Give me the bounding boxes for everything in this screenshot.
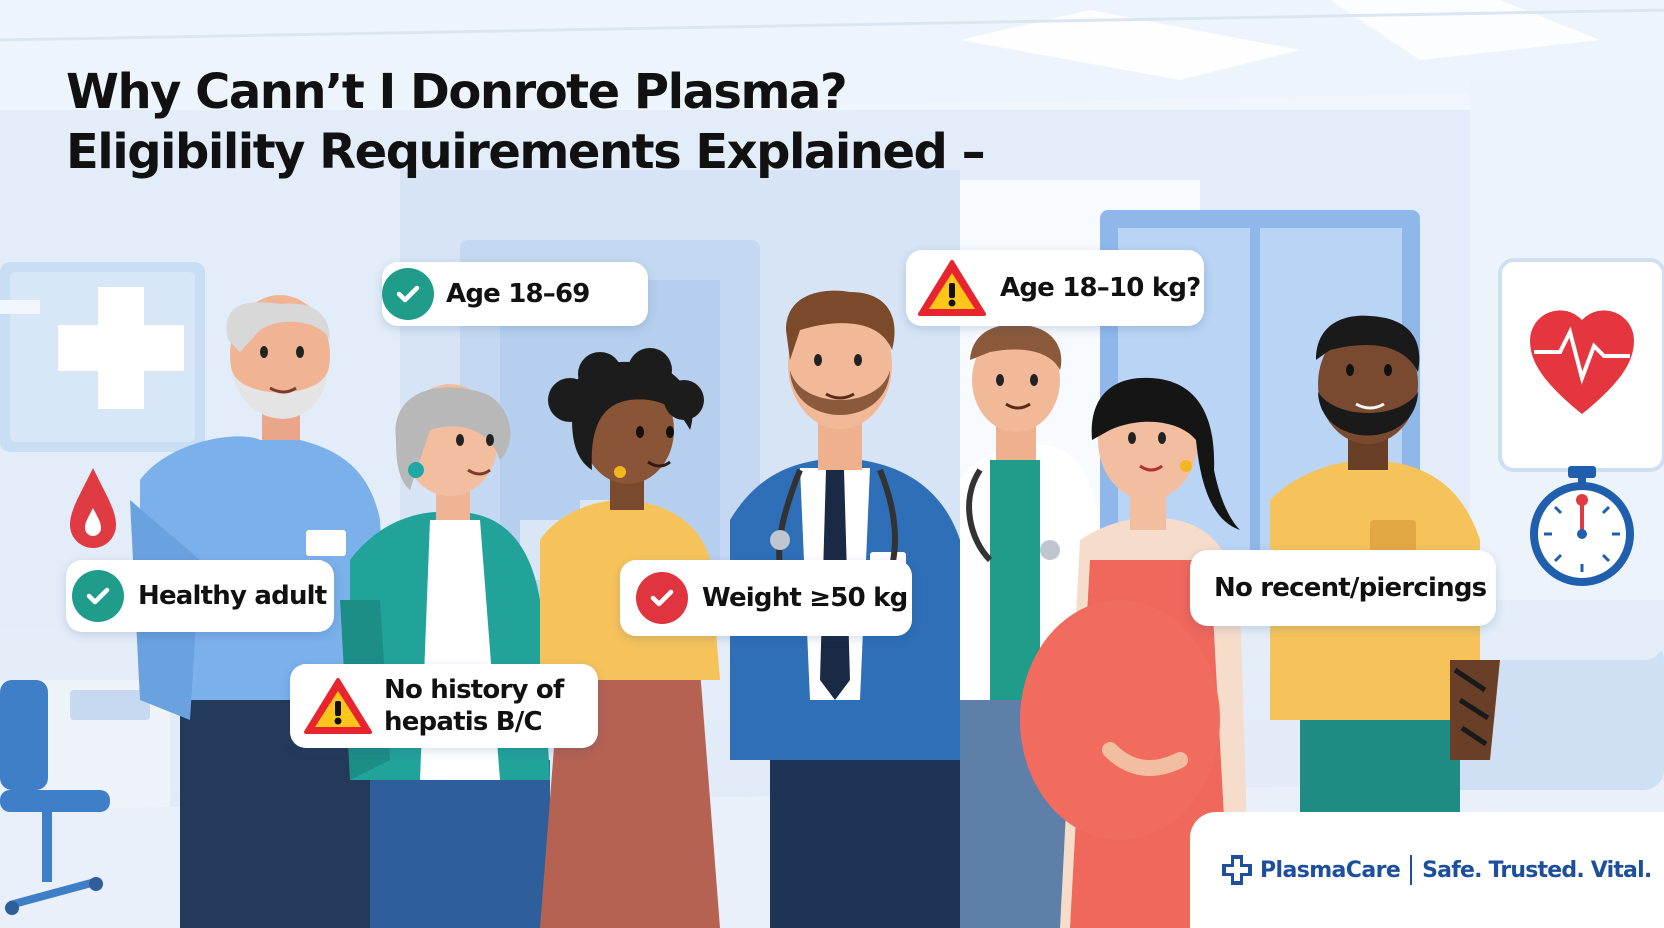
brand-tagline: Safe. Trusted. Vital. — [1422, 857, 1652, 883]
page-title: Why Cann’t I Donrote Plasma? Eligibility… — [66, 62, 986, 182]
brand-name: PlasmaCare — [1260, 857, 1401, 883]
warning-icon — [918, 260, 986, 316]
title-line-1: Why Cann’t I Donrote Plasma? — [66, 64, 848, 120]
piercings-label: No recent/piercings — [1214, 573, 1487, 603]
healthy-adult-badge: Healthy adult — [66, 560, 334, 632]
hepatitis-label-line-1: No history of — [384, 675, 564, 705]
age-weight-warning-badge: Age 18–10 kg? — [906, 250, 1204, 326]
brand-footer: PlasmaCare Safe. Trusted. Vital. — [1190, 812, 1664, 928]
hepatitis-label-line-2: hepatis B/C — [384, 707, 543, 737]
check-icon — [382, 268, 434, 320]
weight-requirement-label: Weight ≥50 kg — [702, 583, 908, 613]
age-requirement-badge: Age 18–69 — [382, 262, 648, 326]
piercings-badge: No recent/piercings — [1190, 550, 1496, 626]
warning-icon — [304, 678, 372, 734]
age-requirement-label: Age 18–69 — [446, 279, 590, 309]
title-line-2: Eligibility Requirements Explained – — [66, 124, 986, 180]
young-woman-figure — [540, 348, 720, 928]
check-icon — [72, 570, 124, 622]
age-weight-warning-label: Age 18–10 kg? — [1000, 273, 1201, 303]
hepatitis-warning-badge: No history of hepatis B/C — [290, 664, 598, 748]
check-icon — [636, 572, 688, 624]
healthy-adult-label: Healthy adult — [138, 581, 327, 611]
older-woman-figure — [340, 384, 550, 928]
weight-requirement-badge: Weight ≥50 kg — [620, 560, 912, 636]
medical-cross-icon — [1222, 855, 1252, 885]
brand-divider — [1410, 855, 1413, 885]
